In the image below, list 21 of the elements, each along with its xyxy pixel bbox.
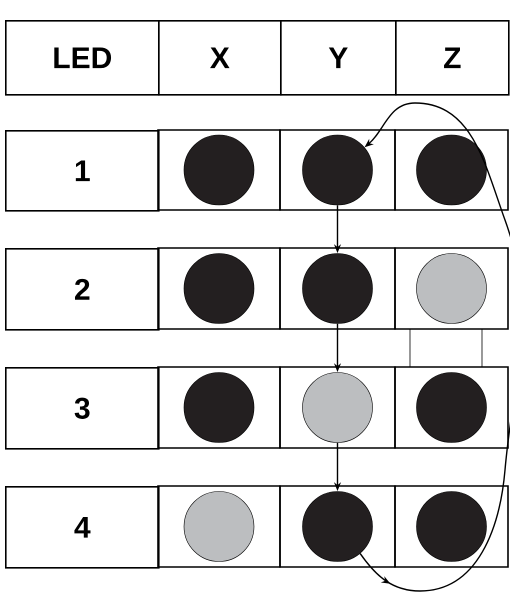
led-circle — [184, 253, 254, 324]
led-circle — [416, 253, 487, 324]
led-circle — [416, 372, 487, 443]
led-circle — [302, 134, 373, 206]
led-circle — [302, 372, 373, 443]
table-cell: Y — [280, 20, 397, 96]
led-circle — [184, 134, 254, 206]
led-circle — [184, 491, 254, 562]
led-circle — [416, 491, 487, 562]
table-cell: Z — [395, 20, 510, 96]
table-cell: 1 — [5, 130, 160, 212]
led-circle — [302, 253, 373, 324]
led-circle — [416, 134, 487, 206]
table-cell: LED — [5, 20, 160, 96]
led-circle — [184, 372, 254, 443]
table-cell: 4 — [5, 486, 160, 569]
table-cell: X — [158, 20, 282, 96]
table-cell: 3 — [5, 367, 160, 450]
table-cell: 2 — [5, 248, 160, 331]
curved-arrow — [360, 102, 510, 592]
led-circle — [302, 491, 373, 562]
